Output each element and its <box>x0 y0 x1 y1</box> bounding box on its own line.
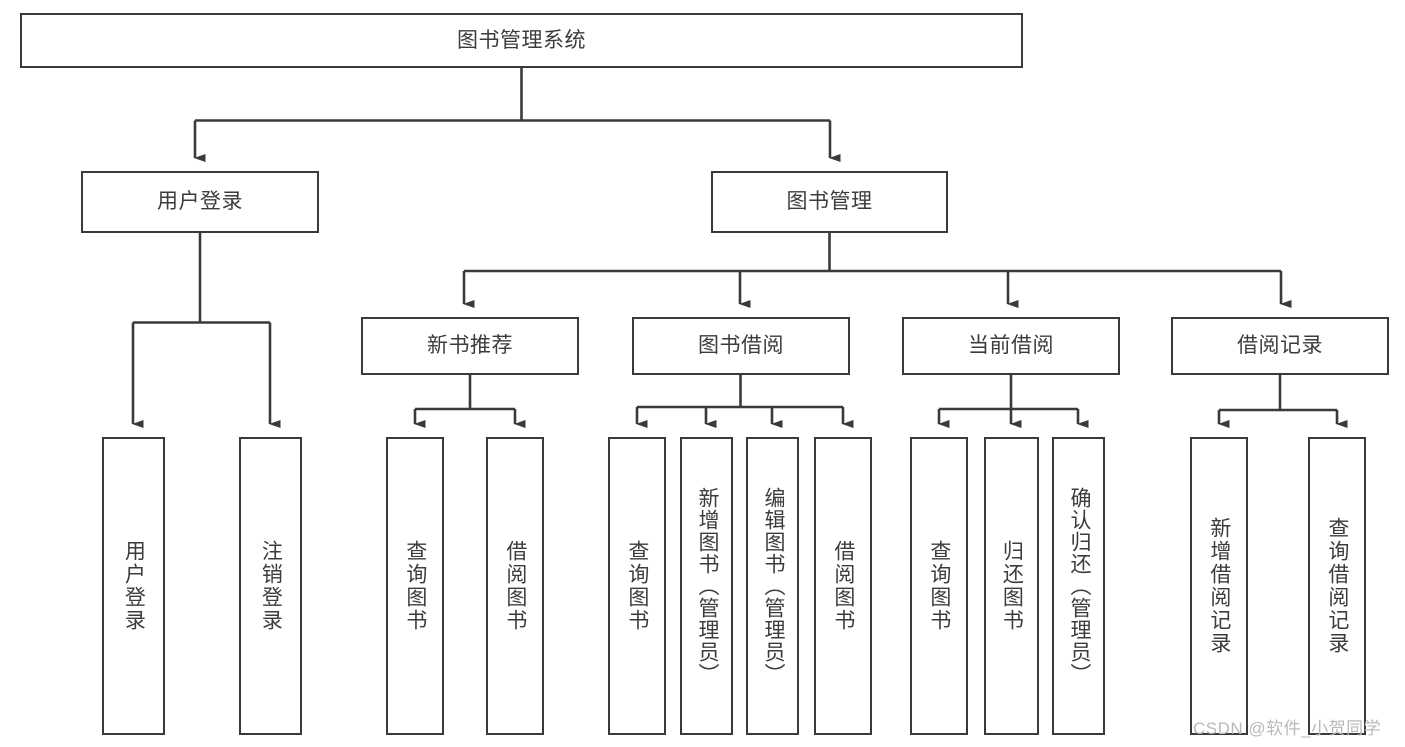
node-leaf-add-book-label: 新增图书（管理员） <box>695 487 719 685</box>
csdn-watermark: CSDN @软件_小贺同学 <box>1193 719 1382 738</box>
node-leaf-confirm-return-label: 确认归还（管理员） <box>1067 487 1091 685</box>
node-leaf-return-book[interactable]: 归还图书 <box>984 437 1039 735</box>
node-leaf-logout[interactable]: 注销登录 <box>239 437 302 735</box>
node-leaf-query-book-recommend-label: 查询图书 <box>403 540 427 632</box>
node-leaf-query-book-borrow[interactable]: 查询图书 <box>608 437 666 735</box>
node-borrow-record[interactable]: 借阅记录 <box>1171 317 1389 375</box>
node-leaf-add-borrow-record-label: 新增借阅记录 <box>1207 517 1231 655</box>
node-leaf-query-borrow-record-label: 查询借阅记录 <box>1325 517 1349 655</box>
node-leaf-query-book-current[interactable]: 查询图书 <box>910 437 968 735</box>
node-leaf-user-login[interactable]: 用户登录 <box>102 437 165 735</box>
node-leaf-user-login-label: 用户登录 <box>122 540 146 632</box>
node-user-login-label: 用户登录 <box>157 190 243 214</box>
node-leaf-logout-label: 注销登录 <box>259 540 283 632</box>
node-leaf-edit-book-label: 编辑图书（管理员） <box>761 487 785 685</box>
node-leaf-borrow-book-label: 借阅图书 <box>831 540 855 632</box>
node-new-book-recommend-label: 新书推荐 <box>427 334 513 358</box>
node-leaf-add-book[interactable]: 新增图书（管理员） <box>680 437 733 735</box>
node-leaf-query-book-recommend[interactable]: 查询图书 <box>386 437 444 735</box>
node-leaf-borrow-book-recommend[interactable]: 借阅图书 <box>486 437 544 735</box>
node-leaf-confirm-return[interactable]: 确认归还（管理员） <box>1052 437 1105 735</box>
node-current-borrow-label: 当前借阅 <box>968 334 1054 358</box>
node-book-borrow-label: 图书借阅 <box>698 334 784 358</box>
node-leaf-edit-book[interactable]: 编辑图书（管理员） <box>746 437 799 735</box>
node-leaf-query-book-borrow-label: 查询图书 <box>625 540 649 632</box>
node-user-login[interactable]: 用户登录 <box>81 171 319 233</box>
node-root-system[interactable]: 图书管理系统 <box>20 13 1023 68</box>
node-borrow-record-label: 借阅记录 <box>1237 334 1323 358</box>
node-root-label: 图书管理系统 <box>457 28 586 52</box>
node-leaf-query-book-current-label: 查询图书 <box>927 540 951 632</box>
node-new-book-recommend[interactable]: 新书推荐 <box>361 317 579 375</box>
node-leaf-borrow-book[interactable]: 借阅图书 <box>814 437 872 735</box>
node-current-borrow[interactable]: 当前借阅 <box>902 317 1120 375</box>
node-book-borrow[interactable]: 图书借阅 <box>632 317 850 375</box>
node-leaf-add-borrow-record[interactable]: 新增借阅记录 <box>1190 437 1248 735</box>
node-leaf-return-book-label: 归还图书 <box>1000 540 1024 632</box>
node-book-manage[interactable]: 图书管理 <box>711 171 948 233</box>
node-leaf-query-borrow-record[interactable]: 查询借阅记录 <box>1308 437 1366 735</box>
node-leaf-borrow-book-recommend-label: 借阅图书 <box>503 540 527 632</box>
node-book-manage-label: 图书管理 <box>786 190 873 214</box>
